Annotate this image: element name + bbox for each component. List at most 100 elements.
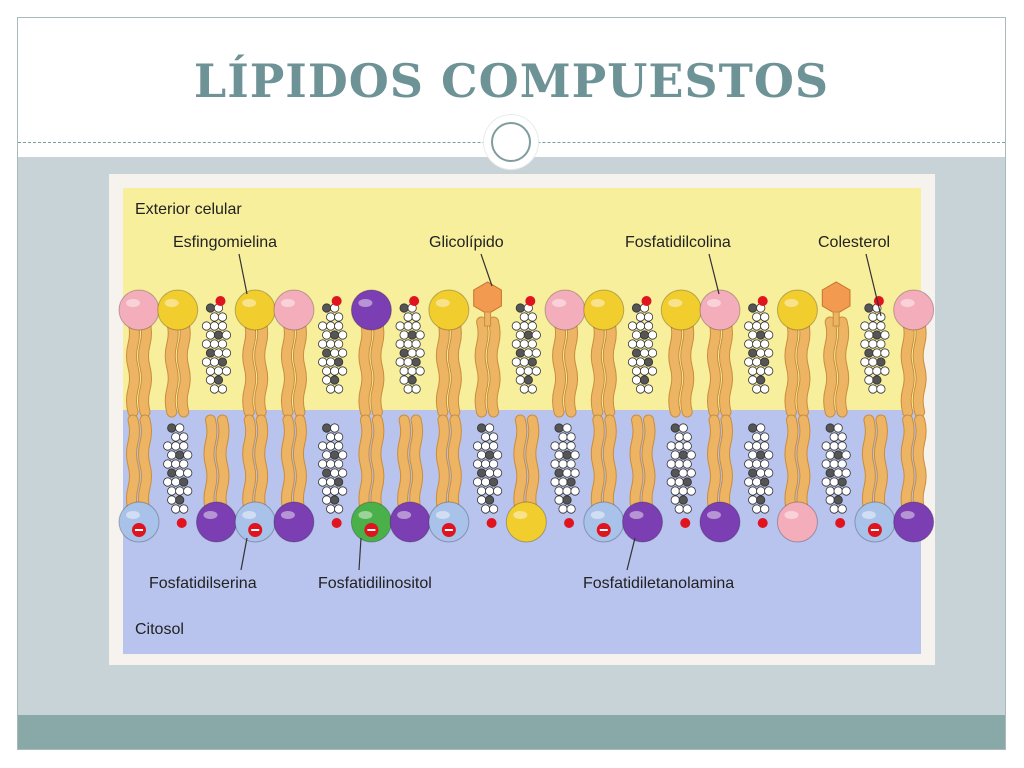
cholesterol-hydroxyl: [409, 296, 420, 306]
cholesterol-atom: [666, 477, 676, 487]
cholesterol-atom: [682, 459, 692, 469]
cholesterol-atom: [403, 339, 413, 349]
cholesterol-atom: [643, 339, 654, 349]
cholesterol-atom: [175, 468, 185, 478]
cholesterol-atom: [167, 423, 177, 433]
fatty-acid-tail: [591, 317, 604, 417]
cholesterol-atom: [764, 486, 774, 496]
cholesterol-atom: [868, 384, 878, 394]
cholesterol-atom: [399, 330, 409, 340]
fatty-acid-tail: [371, 317, 384, 417]
cholesterol-atom: [562, 495, 572, 505]
label-fosfatidilserina: Fosfatidilserina: [149, 575, 257, 592]
head-highlight: [861, 511, 876, 519]
cholesterol-atom: [631, 348, 642, 358]
cholesterol-atom: [476, 468, 487, 478]
cholesterol-atom: [550, 459, 560, 469]
label-pointers: [238, 253, 882, 571]
cholesterol-atom: [566, 504, 576, 514]
cholesterol-atom: [484, 450, 495, 460]
cholesterol-atom: [666, 459, 676, 469]
fatty-acid-tail: [281, 317, 294, 417]
cholesterol-atom: [550, 441, 560, 451]
cholesterol-atom: [678, 486, 688, 496]
label-fosfatidilcolina: Fosfatidilcolina: [625, 234, 731, 251]
cholesterol-atom: [334, 504, 344, 514]
head-highlight: [242, 299, 257, 307]
cholesterol-atom: [566, 432, 576, 442]
cholesterol-atom: [868, 339, 878, 349]
cholesterol-atom: [171, 432, 181, 442]
cholesterol-hydroxyl: [215, 296, 226, 306]
cholesterol-atom: [670, 486, 680, 496]
fatty-acid-tail: [913, 317, 926, 417]
fatty-acid-tail: [281, 415, 294, 515]
fatty-acid-tail: [681, 317, 694, 417]
cholesterol-atom: [476, 486, 487, 496]
cholesterol-atom: [558, 504, 568, 514]
cholesterol-atom: [825, 468, 835, 478]
head-highlight: [629, 511, 644, 519]
cholesterol-atom: [562, 486, 572, 496]
cholesterol-hydroxyl: [525, 296, 536, 306]
cholesterol-atom: [825, 423, 835, 433]
cholesterol-atom: [872, 375, 882, 385]
fatty-acid-tail: [874, 415, 887, 515]
pointer-fosfatidiletanolamina: [626, 537, 636, 571]
cholesterol-atom: [163, 477, 173, 487]
cholesterol-atom: [472, 477, 483, 487]
cholesterol-atom: [639, 330, 650, 340]
cholesterol-atom: [825, 495, 835, 505]
polar-head: [660, 289, 702, 331]
head-highlight: [668, 299, 683, 307]
cholesterol-atom: [566, 477, 576, 487]
cholesterol-atom: [399, 366, 409, 376]
cholesterol-atom: [484, 423, 495, 433]
cholesterol-atom: [860, 357, 870, 367]
polar-head: [893, 289, 935, 331]
minus-sign-icon: [870, 529, 879, 531]
cholesterol-atom: [880, 366, 890, 376]
cholesterol-atom: [825, 450, 835, 460]
minus-sign-icon: [135, 529, 143, 531]
cholesterol-atom: [748, 348, 758, 358]
cholesterol-atom: [756, 366, 766, 376]
fatty-acid-tail: [475, 317, 488, 417]
pointer-glicolipido: [480, 253, 493, 287]
polar-head: [776, 289, 818, 331]
cholesterol-atom: [752, 384, 762, 394]
cholesterol-atom: [515, 375, 525, 385]
cholesterol-atom: [167, 468, 177, 478]
head-highlight: [126, 511, 140, 519]
head-fosfatidilserina: [118, 501, 160, 543]
cholesterol-atom: [515, 303, 525, 313]
cholesterol-atom: [338, 486, 348, 496]
cholesterol-atom: [670, 423, 680, 433]
cholesterol-atom: [318, 477, 328, 487]
circle-ring-icon: [491, 122, 531, 162]
cholesterol-atom: [764, 366, 774, 376]
cholesterol-atom: [472, 441, 483, 451]
cholesterol-atom: [322, 450, 332, 460]
cholesterol-atom: [322, 468, 332, 478]
head-fosfatidilserina: [854, 501, 896, 543]
cholesterol-atom: [326, 432, 336, 442]
head-esfingomielina: [660, 289, 702, 331]
cholesterol-atom: [635, 357, 646, 367]
cholesterol-atom: [171, 441, 181, 451]
head-highlight: [900, 511, 915, 519]
cholesterol-atom: [748, 423, 758, 433]
cholesterol-atom: [872, 348, 882, 358]
cholesterol-atom: [752, 321, 762, 331]
fatty-acid-tail: [293, 415, 306, 515]
cholesterol-atom: [639, 375, 650, 385]
cholesterol-atom: [205, 366, 216, 376]
cholesterol-atom: [334, 432, 344, 442]
cholesterol-atom: [480, 504, 491, 514]
cholesterol-hydroxyl: [873, 296, 884, 306]
cholesterol-atom: [764, 348, 774, 358]
glycolipid-linker: [484, 311, 492, 327]
cholesterol-atom: [554, 486, 564, 496]
cholesterol-atom: [519, 357, 529, 367]
head-fosfatidilcolina: [118, 289, 160, 331]
